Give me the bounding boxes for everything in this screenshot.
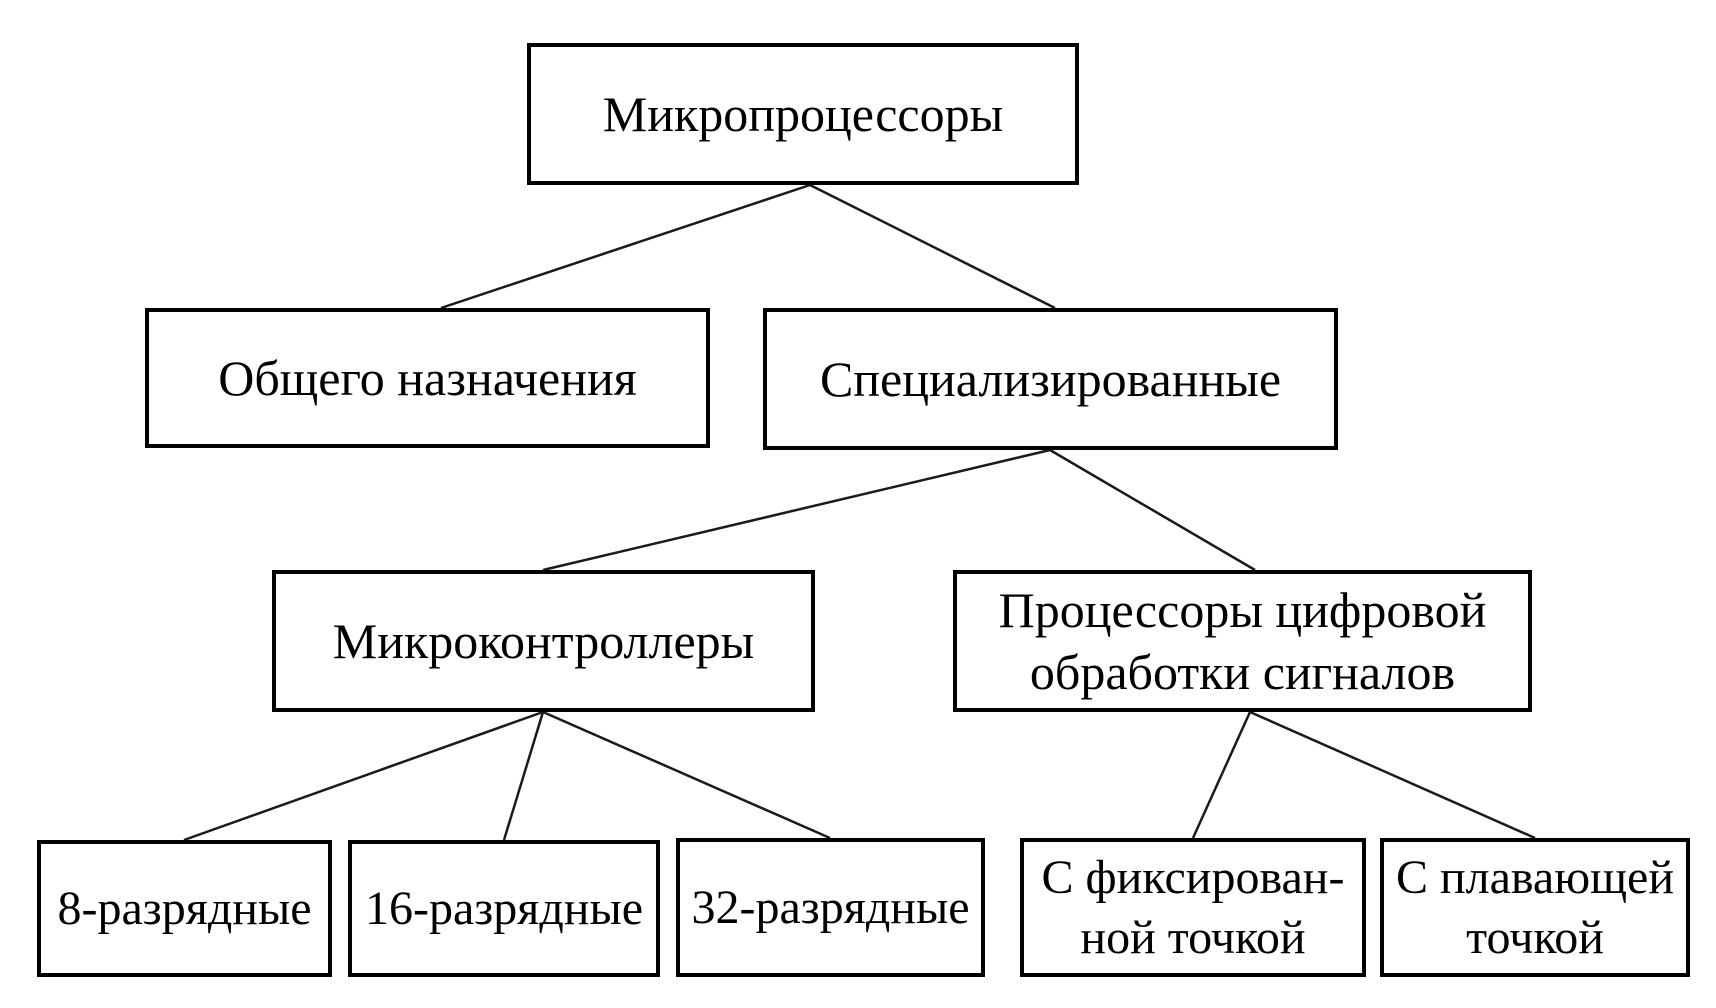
node-digital-signal-processors: Процессоры цифровой обработки сигналов bbox=[953, 570, 1532, 712]
node-floating-point-label-line1: С плавающей bbox=[1395, 850, 1675, 904]
node-32-bit: 32-разрядные bbox=[676, 838, 985, 977]
node-fixed-point: С фиксирован- ной точкой bbox=[1020, 838, 1366, 977]
node-microprocessors-label: Микропроцессоры bbox=[602, 86, 1004, 142]
edge-root-to-specialized bbox=[809, 183, 1056, 310]
edge-dsp-to-fixed-point bbox=[1191, 711, 1252, 839]
node-general-purpose-label: Общего назначения bbox=[218, 350, 637, 406]
node-fixed-point-label-line2: ной точкой bbox=[1080, 910, 1306, 964]
edge-root-to-general bbox=[440, 183, 811, 310]
node-floating-point-label-line2: точкой bbox=[1466, 910, 1604, 964]
edge-microcontrollers-to-bit8 bbox=[183, 710, 544, 842]
node-8-bit-label: 8-разрядные bbox=[57, 881, 312, 935]
node-specialized-label: Специализированные bbox=[819, 351, 1282, 407]
node-microprocessors: Микропроцессоры bbox=[527, 43, 1079, 185]
node-dsp-label-line2: обработки сигналов bbox=[1029, 644, 1456, 700]
node-general-purpose: Общего назначения bbox=[145, 308, 710, 448]
edge-dsp-to-floating-point bbox=[1249, 710, 1536, 840]
node-16-bit-label: 16-разрядные bbox=[365, 881, 643, 935]
edge-microcontrollers-to-bit16 bbox=[502, 711, 545, 841]
node-microcontrollers: Микроконтроллеры bbox=[272, 570, 815, 712]
node-floating-point: С плавающей точкой bbox=[1380, 838, 1690, 977]
node-32-bit-label: 32-разрядные bbox=[691, 880, 970, 934]
node-specialized: Специализированные bbox=[763, 308, 1338, 450]
node-microcontrollers-label: Микроконтроллеры bbox=[332, 613, 755, 669]
node-16-bit: 16-разрядные bbox=[348, 840, 660, 977]
edge-specialized-to-dsp bbox=[1049, 448, 1256, 572]
node-8-bit: 8-разрядные bbox=[37, 840, 332, 977]
edge-specialized-to-microcontrollers bbox=[542, 448, 1051, 572]
node-dsp-label-line1: Процессоры цифровой bbox=[998, 582, 1487, 638]
node-fixed-point-label-line1: С фиксирован- bbox=[1041, 850, 1345, 904]
edge-microcontrollers-to-bit32 bbox=[542, 710, 831, 840]
